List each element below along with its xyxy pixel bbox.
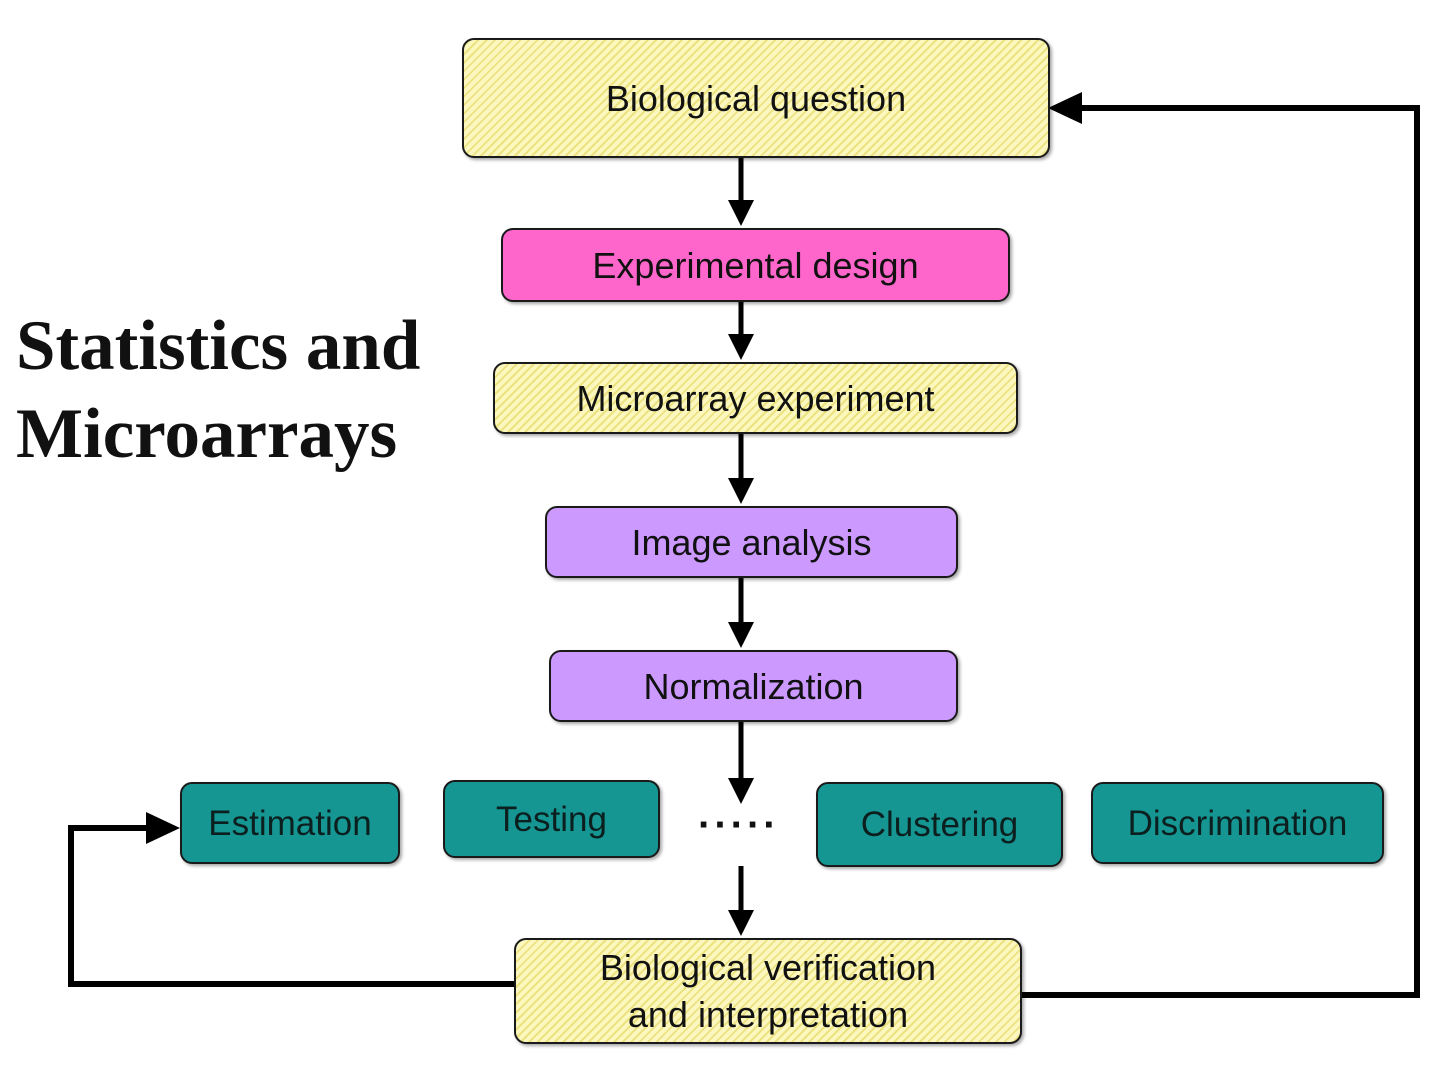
ellipsis-more-methods: ····· [698,803,780,847]
node-label: Estimation [208,803,372,843]
title-line-2: Microarrays [16,395,398,473]
node-label: Image analysis [631,521,872,563]
node-clustering: Clustering [816,782,1063,867]
title-line-1: Statistics and [16,307,421,385]
arrow-design-to-experiment [728,302,754,360]
node-label: Biological question [605,77,907,119]
node-label: Experimental design [592,244,919,286]
arrow-experiment-to-image [728,434,754,504]
node-normalization: Normalization [549,650,958,722]
node-label: Testing [496,799,607,839]
node-label: Clustering [860,805,1019,844]
diagram-title: Statistics and Microarrays [16,302,420,478]
arrow-normalization-to-methods [728,722,754,804]
node-experimental-design: Experimental design [501,228,1010,302]
feedback-arrow-right [1022,92,1420,998]
node-discrimination: Discrimination [1091,782,1384,864]
node-label: Discrimination [1127,803,1348,843]
node-label: Normalization [643,665,864,707]
node-image-analysis: Image analysis [545,506,958,578]
node-biological-question: Biological question [462,38,1050,158]
arrow-image-to-normalization [728,578,754,648]
arrow-question-to-design [728,158,754,226]
node-testing: Testing [443,780,660,858]
node-label-line-2: and interpretation [627,994,909,1035]
node-label: Microarray experiment [576,377,935,419]
node-biological-verification: Biological verification and interpretati… [514,938,1022,1044]
feedback-arrow-left [68,812,514,987]
node-microarray-experiment: Microarray experiment [493,362,1018,434]
arrow-methods-to-verification [728,866,754,936]
node-label-line-1: Biological verification [599,947,937,988]
node-estimation: Estimation [180,782,400,864]
